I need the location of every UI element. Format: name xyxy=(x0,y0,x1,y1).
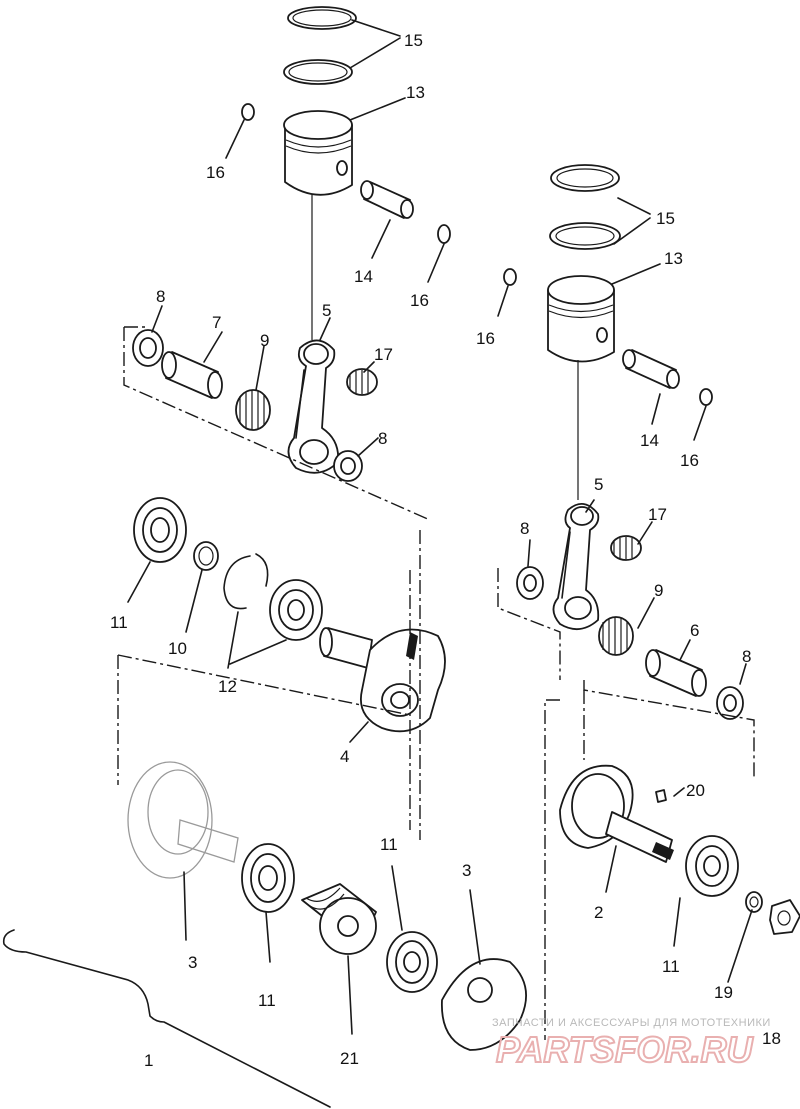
callout-21: 21 xyxy=(340,1049,359,1068)
crankpin-6 xyxy=(645,649,707,697)
connecting-rod-left xyxy=(287,195,340,474)
thrust-washer-8-right-a xyxy=(516,566,544,600)
woodruff-key-20 xyxy=(655,789,667,803)
leader-lines xyxy=(127,19,753,1035)
ball-bearing-11-right xyxy=(685,835,739,897)
nut-18 xyxy=(769,899,800,935)
crankshaft-half-2 xyxy=(559,764,674,863)
callout-14-left: 14 xyxy=(354,267,373,286)
callout-11-upper-left: 11 xyxy=(110,613,128,632)
callout-4: 4 xyxy=(340,747,349,766)
callout-7: 7 xyxy=(212,313,221,332)
callout-17-right: 17 xyxy=(648,505,667,524)
circlip-right-a xyxy=(503,268,517,286)
callout-1: 1 xyxy=(144,1051,153,1070)
callout-10: 10 xyxy=(168,639,187,658)
callout-15-right: 15 xyxy=(656,209,675,228)
callout-11-center: 11 xyxy=(380,835,398,854)
crankshaft-half-3-right xyxy=(441,958,527,1051)
thrust-washer-8-right-b xyxy=(716,686,744,720)
callout-9-left: 9 xyxy=(260,331,269,350)
callout-18: 18 xyxy=(762,1029,781,1048)
callout-6: 6 xyxy=(690,621,699,640)
washer-19 xyxy=(745,891,763,913)
callout-13-left: 13 xyxy=(406,83,425,102)
needle-bearing-17-right xyxy=(610,535,642,561)
ball-bearing-11-center xyxy=(386,931,438,993)
callout-15-left: 15 xyxy=(404,31,423,50)
piston-pin-right xyxy=(622,349,680,389)
circlip-right-b xyxy=(699,388,713,406)
crankshaft-half-4 xyxy=(319,627,446,733)
ball-bearing-12 xyxy=(269,579,323,641)
assembly-bracket-1 xyxy=(2,929,331,1108)
callout-16-right-b: 16 xyxy=(680,451,699,470)
piston-pin-left xyxy=(360,180,414,219)
piston-ring-upper-right xyxy=(550,164,620,192)
callout-11-lower-left: 11 xyxy=(258,991,276,1010)
watermark-logo: PARTSFOR.RU xyxy=(496,1029,754,1070)
callout-16-left-b: 16 xyxy=(410,291,429,310)
watermark: ЗАПЧАСТИ И АКСЕССУАРЫ ДЛЯ МОТОТЕХНИКИ PA… xyxy=(492,1017,771,1071)
piston-right xyxy=(547,275,615,363)
callout-5-right: 5 xyxy=(594,475,603,494)
callout-3-left: 3 xyxy=(188,953,197,972)
callout-8-left-a: 8 xyxy=(156,287,165,306)
callout-5-left: 5 xyxy=(322,301,331,320)
callout-8-right-b: 8 xyxy=(742,647,751,666)
snap-ring-12 xyxy=(223,553,269,610)
piston-left xyxy=(283,110,353,196)
snap-ring-10 xyxy=(193,541,219,571)
thrust-washer-8-left-b xyxy=(333,450,363,482)
callout-12: 12 xyxy=(218,677,237,696)
circlip-left-a xyxy=(241,103,255,121)
callout-17-left: 17 xyxy=(374,345,393,364)
callout-8-left-b: 8 xyxy=(378,429,387,448)
callout-labels: 15 13 16 14 16 8 7 5 9 17 8 11 10 12 4 3… xyxy=(110,31,781,1070)
labyrinth-seal-21 xyxy=(301,883,377,955)
callout-16-left-a: 16 xyxy=(206,163,225,182)
needle-bearing-9-right xyxy=(598,616,634,656)
needle-bearing-17-left xyxy=(346,368,378,396)
piston-ring-lower-left xyxy=(283,59,353,85)
watermark-tagline: ЗАПЧАСТИ И АКСЕССУАРЫ ДЛЯ МОТОТЕХНИКИ xyxy=(492,1017,771,1029)
callout-14-right: 14 xyxy=(640,431,659,450)
callout-19: 19 xyxy=(714,983,733,1002)
ball-bearing-11-upper-left xyxy=(133,497,187,563)
callout-11-right: 11 xyxy=(662,957,680,976)
callout-13-right: 13 xyxy=(664,249,683,268)
callout-8-right-a: 8 xyxy=(520,519,529,538)
needle-bearing-9-left xyxy=(235,389,271,431)
callout-3-right: 3 xyxy=(462,861,471,880)
circlip-left-b xyxy=(437,224,451,244)
thrust-washer-8-left-a xyxy=(132,329,164,367)
callout-9-right: 9 xyxy=(654,581,663,600)
crankpin-7 xyxy=(161,351,223,399)
crankshaft-half-3-left xyxy=(127,761,239,879)
connecting-rod-right xyxy=(552,360,600,630)
piston-ring-upper-left xyxy=(287,6,357,30)
callout-16-right-a: 16 xyxy=(476,329,495,348)
callout-2: 2 xyxy=(594,903,603,922)
ball-bearing-11-lower-left xyxy=(241,843,295,913)
piston-ring-lower-right xyxy=(549,222,621,250)
callout-20: 20 xyxy=(686,781,705,800)
